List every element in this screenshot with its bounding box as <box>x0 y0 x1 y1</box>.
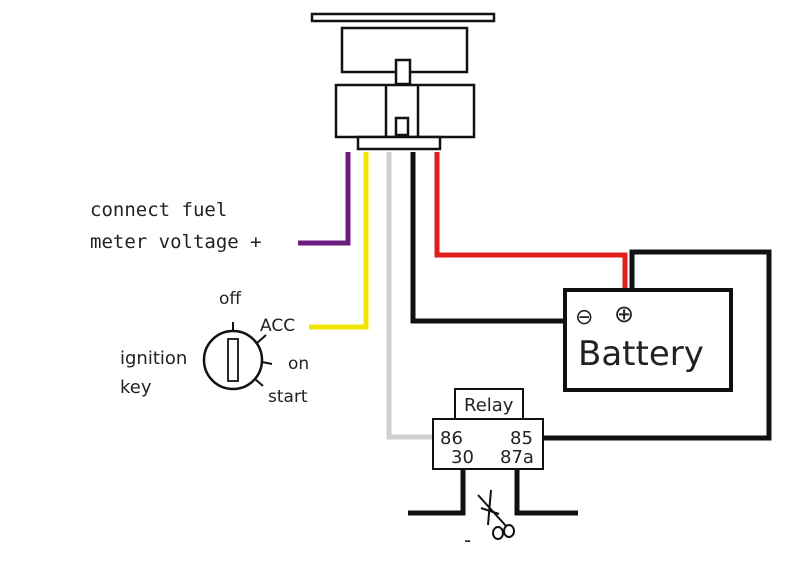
relay-pin-30: 30 <box>451 447 474 468</box>
relay-label: Relay <box>464 395 514 416</box>
relay: Relay 86 85 30 87a <box>432 388 544 470</box>
relay-pin-85: 85 <box>510 428 533 449</box>
fuel-label-line1: connect fuel <box>90 199 227 221</box>
key-position-on: on <box>288 354 309 374</box>
battery-minus-terminal: ⊖ <box>575 305 593 330</box>
device-window <box>394 116 410 137</box>
scissors-icon <box>477 489 515 540</box>
yellow-wire <box>309 152 369 330</box>
device-connector <box>356 135 442 151</box>
black-wire-30 <box>408 468 466 516</box>
battery-body <box>563 288 733 392</box>
relay-pin-87a: 87a <box>500 447 534 468</box>
key-position-start: start <box>268 387 308 407</box>
relay-cap <box>454 388 524 420</box>
wires <box>298 152 772 516</box>
battery-label: Battery <box>578 334 704 374</box>
relay-body <box>432 418 544 470</box>
ignition-key-icon <box>202 322 273 391</box>
device-lower-body <box>334 83 476 139</box>
white-wire <box>386 152 438 440</box>
device-top-plate <box>310 12 496 23</box>
black-wire-positive-loop <box>538 249 772 441</box>
battery-plus-terminal: ⊕ <box>614 300 634 328</box>
purple-wire <box>298 152 351 246</box>
ignition-label-line2: key <box>120 377 152 398</box>
device-stem <box>394 58 412 86</box>
key-position-acc: ACC <box>260 316 295 336</box>
device-unit <box>310 12 496 151</box>
cut-minus-label: - <box>464 528 471 552</box>
battery: ⊖ ⊕ Battery <box>563 288 733 392</box>
black-wire-87a <box>514 468 578 516</box>
red-wire <box>434 152 628 290</box>
key-position-off: off <box>219 289 242 309</box>
black-wire-ground <box>410 152 568 324</box>
ignition-label-line1: ignition <box>120 348 187 369</box>
fuel-label-line2: meter voltage + <box>90 231 262 253</box>
relay-pin-86: 86 <box>440 428 463 449</box>
